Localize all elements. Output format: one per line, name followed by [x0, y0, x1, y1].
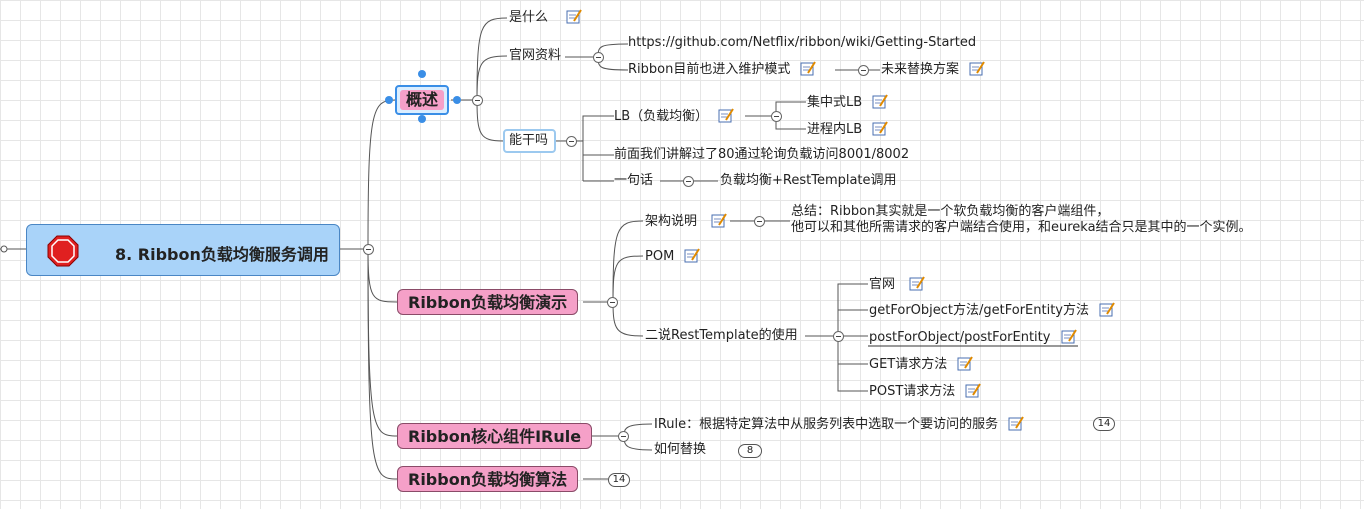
rest-item-label: GET请求方法 [869, 357, 948, 372]
rest-item-label: getForObject方法/getForEntity方法 [869, 303, 1089, 318]
what-label: 是什么 [509, 10, 549, 25]
note-icon[interactable] [566, 9, 582, 24]
overview-topic[interactable]: 概述 [395, 85, 449, 115]
what-topic[interactable]: 是什么 [509, 9, 582, 26]
note-icon[interactable] [684, 248, 701, 263]
note-icon[interactable] [1099, 302, 1115, 317]
irule-label: Ribbon核心组件IRule [408, 427, 582, 446]
algo-topic[interactable]: Ribbon负载均衡算法 [397, 466, 579, 492]
note-icon[interactable] [711, 213, 727, 228]
summary-topic[interactable]: 负载均衡+RestTemplate调用 [720, 173, 897, 189]
sentence-topic[interactable]: 一句话 [614, 173, 653, 189]
official-label: 官网资料 [509, 48, 562, 63]
demo-topic[interactable]: Ribbon负载均衡演示 [397, 289, 579, 315]
note-icon[interactable] [1008, 416, 1025, 431]
summary-label: 负载均衡+RestTemplate调用 [720, 173, 897, 188]
irule-desc-topic[interactable]: IRule：根据特定算法中从服务列表中选取一个要访问的服务 [654, 416, 1025, 433]
algo-count-badge[interactable]: 14 [608, 473, 630, 487]
rest-collapse-toggle[interactable] [833, 331, 844, 342]
lb-topic[interactable]: LB（负载均衡） [614, 108, 735, 125]
sentence-collapse-toggle[interactable] [683, 176, 694, 187]
central-lb-topic[interactable]: 集中式LB [807, 94, 889, 111]
selection-handle-left[interactable] [385, 96, 393, 104]
root-collapse-toggle[interactable] [363, 244, 374, 255]
future-topic[interactable]: 未来替换方案 [881, 61, 985, 78]
cando-label: 能干吗 [509, 133, 549, 148]
future-label: 未来替换方案 [881, 62, 960, 77]
overview-label: 概述 [400, 90, 444, 110]
rest-item-official[interactable]: 官网 [869, 276, 925, 293]
rest-item-get[interactable]: GET请求方法 [869, 356, 974, 373]
prev-label: 前面我们讲解过了80通过轮询负载访问8001/8002 [614, 147, 910, 162]
overview-collapse-toggle[interactable] [472, 95, 483, 106]
arch-collapse-toggle[interactable] [754, 216, 765, 227]
note-icon[interactable] [1061, 329, 1077, 344]
maintenance-label: Ribbon目前也进入维护模式 [628, 62, 791, 77]
note-icon[interactable] [965, 383, 982, 398]
url-topic[interactable]: https://github.com/Netflix/ribbon/wiki/G… [628, 35, 976, 51]
irule-topic[interactable]: Ribbon核心组件IRule [397, 423, 593, 449]
inprocess-lb-label: 进程内LB [807, 122, 863, 137]
sentence-label: 一句话 [614, 173, 654, 188]
demo-collapse-toggle[interactable] [607, 297, 618, 308]
rest-topic[interactable]: 二说RestTemplate的使用 [645, 328, 798, 344]
note-icon[interactable] [872, 94, 889, 109]
note-icon[interactable] [909, 276, 925, 291]
irule-collapse-toggle[interactable] [618, 431, 629, 442]
rest-item-post[interactable]: POST请求方法 [869, 383, 982, 400]
arch-topic[interactable]: 架构说明 [645, 213, 727, 230]
irule-desc-count-badge[interactable]: 14 [1093, 417, 1115, 431]
inprocess-lb-topic[interactable]: 进程内LB [807, 121, 889, 138]
pom-topic[interactable]: POM [645, 248, 701, 265]
rest-item-label: 官网 [869, 277, 896, 292]
root-title: 8. Ribbon负载均衡服务调用 [115, 245, 329, 264]
selection-handle-top[interactable] [418, 70, 426, 78]
rest-item-label: postForObject/postForEntity [869, 330, 1051, 345]
arch-note-line-1: 总结：Ribbon其实就是一个软负载均衡的客户端组件， [791, 204, 1110, 219]
pom-label: POM [645, 249, 675, 264]
cando-collapse-toggle[interactable] [566, 136, 577, 147]
note-icon[interactable] [957, 356, 974, 371]
stop-sign-icon [47, 235, 79, 267]
maintenance-collapse-toggle[interactable] [858, 65, 869, 76]
selection-handle-right[interactable] [453, 96, 461, 104]
url-label: https://github.com/Netflix/ribbon/wiki/G… [628, 35, 977, 50]
algo-label: Ribbon负载均衡算法 [408, 470, 568, 489]
lb-label: LB（负载均衡） [614, 109, 709, 124]
note-icon[interactable] [872, 121, 889, 136]
arch-label: 架构说明 [645, 214, 698, 229]
arch-note-topic[interactable]: 总结：Ribbon其实就是一个软负载均衡的客户端组件， 他可以和其他所需请求的客… [791, 204, 1252, 236]
rest-label: 二说RestTemplate的使用 [645, 328, 798, 343]
prev-topic[interactable]: 前面我们讲解过了80通过轮询负载访问8001/8002 [614, 147, 909, 163]
central-lb-label: 集中式LB [807, 95, 863, 110]
replace-topic[interactable]: 如何替换 [654, 442, 706, 458]
lb-collapse-toggle[interactable] [771, 111, 782, 122]
irule-desc-label: IRule：根据特定算法中从服务列表中选取一个要访问的服务 [654, 417, 999, 432]
note-icon[interactable] [969, 61, 985, 76]
rest-item-get-object[interactable]: getForObject方法/getForEntity方法 [869, 302, 1115, 319]
official-topic[interactable]: 官网资料 [509, 48, 561, 64]
root-topic[interactable]: 8. Ribbon负载均衡服务调用 [26, 224, 340, 276]
replace-count-badge[interactable]: 8 [738, 444, 762, 458]
note-icon[interactable] [800, 61, 817, 76]
rest-item-post-object[interactable]: postForObject/postForEntity [869, 329, 1077, 346]
note-icon[interactable] [718, 108, 735, 123]
maintenance-topic[interactable]: Ribbon目前也进入维护模式 [628, 61, 817, 78]
replace-label: 如何替换 [654, 442, 707, 457]
rest-item-label: POST请求方法 [869, 384, 956, 399]
demo-label: Ribbon负载均衡演示 [408, 293, 568, 312]
selection-handle-bottom[interactable] [418, 115, 426, 123]
official-collapse-toggle[interactable] [593, 52, 604, 63]
arch-note-line-2: 他可以和其他所需请求的客户端结合使用，和eureka结合只是其中的一个实例。 [791, 220, 1252, 235]
cando-topic[interactable]: 能干吗 [503, 129, 556, 153]
